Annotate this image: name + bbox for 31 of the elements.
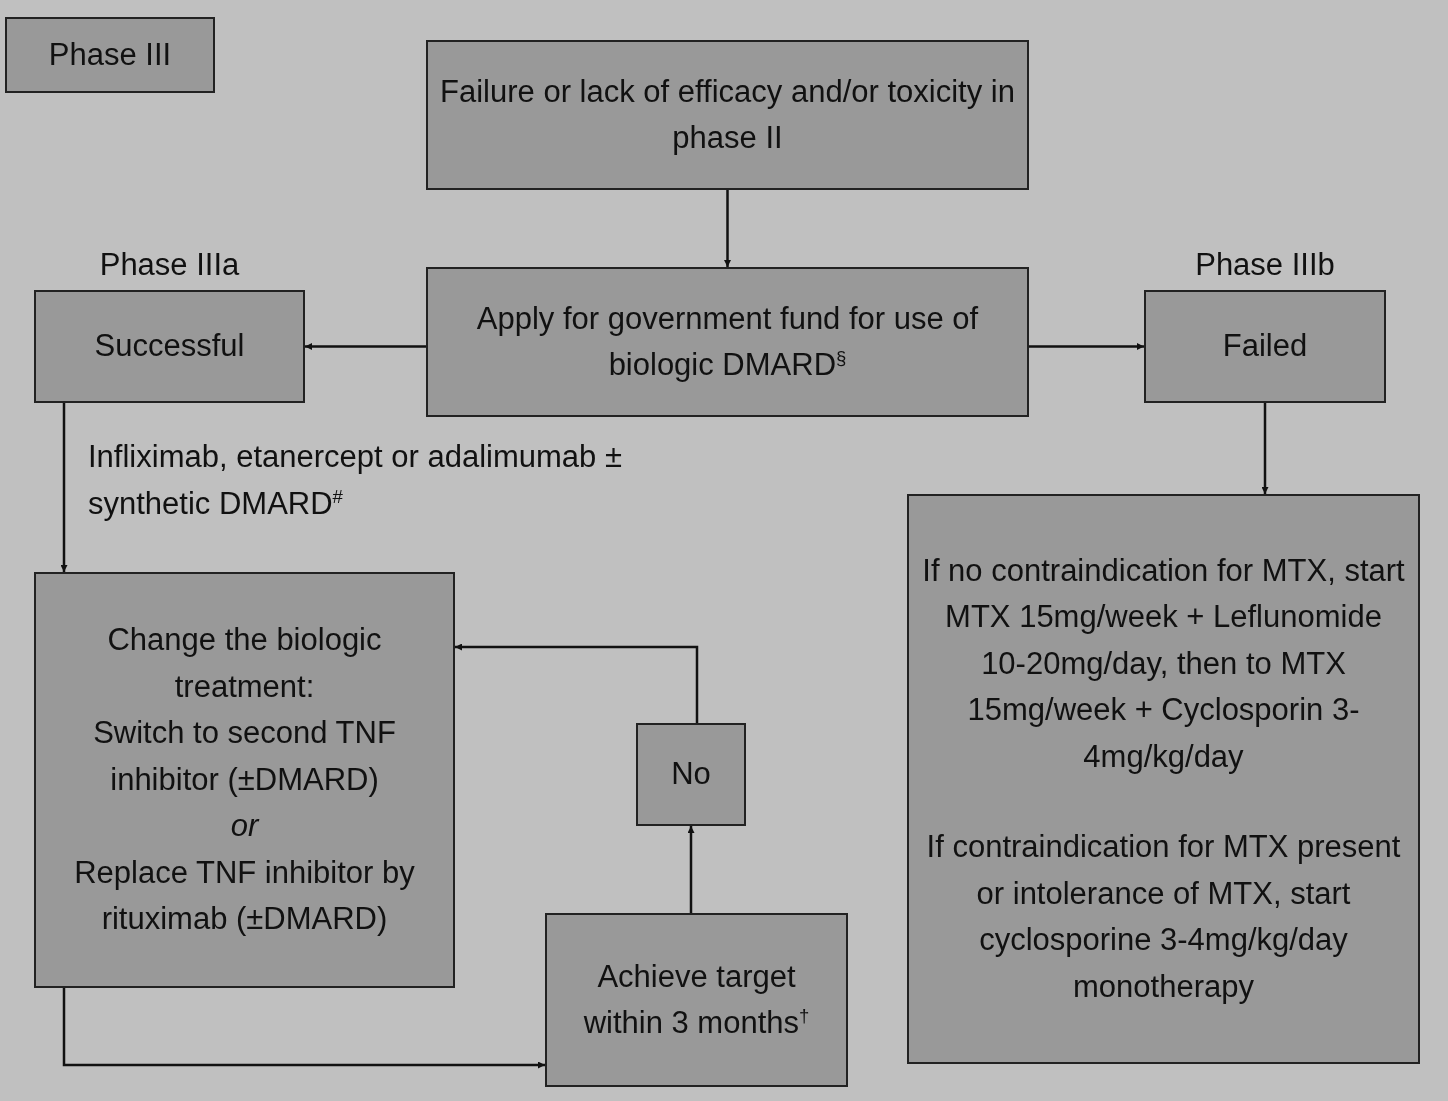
arrow — [60, 403, 68, 572]
treatment-box — [34, 572, 455, 988]
box-text: Failed — [1222, 327, 1308, 366]
arrow — [305, 343, 426, 350]
process-box — [426, 40, 1029, 190]
box-text: or — [230, 807, 259, 846]
box-text: If contraindication for MTX present or intolerance of MTX, start cyclosporine 3-4mg/kg/day monotherapy — [925, 828, 1402, 1006]
phase-heading: Phase IIIb — [1194, 246, 1336, 284]
box-text: No — [671, 755, 711, 794]
box-text: Phase III — [48, 35, 172, 74]
arrow — [62, 988, 545, 1069]
box-text: Successful — [94, 327, 245, 366]
treatment-box — [907, 494, 1420, 1064]
box-text: Apply for government fund for use of biologic DMARD$^{§}$ — [475, 299, 980, 384]
process-box — [426, 267, 1029, 417]
phase-heading: Phase IIIa — [98, 246, 241, 284]
edge-label: Infliximab, etanercept or adalimumab ± synthetic DMARD$^{#}$ — [88, 438, 623, 523]
box-text: If no contraindication for MTX, start MTX 15mg/week + Leflunomide 10-20mg/day, then to MTX 15mg/week + Cyclosporin 3-4mg/kg/day — [921, 551, 1406, 776]
box-text: Achieve target within 3 months$^{†}$ — [582, 957, 811, 1042]
arrow — [455, 643, 699, 723]
arrow — [687, 826, 695, 913]
box-text: Switch to second TNF inhibitor (±DMARD) — [92, 714, 397, 799]
box-text: Change the biologic treatment: — [106, 621, 383, 706]
process-box — [545, 913, 848, 1087]
box-text: Failure or lack of efficacy and/or toxicity in phase II — [439, 72, 1016, 157]
decision-box — [636, 723, 746, 826]
arrow — [1261, 403, 1269, 494]
arrow — [1029, 343, 1144, 350]
box-text: Replace TNF inhibitor by rituximab (±DMARD) — [73, 853, 416, 939]
arrow — [724, 190, 731, 267]
phase-box — [5, 17, 215, 93]
